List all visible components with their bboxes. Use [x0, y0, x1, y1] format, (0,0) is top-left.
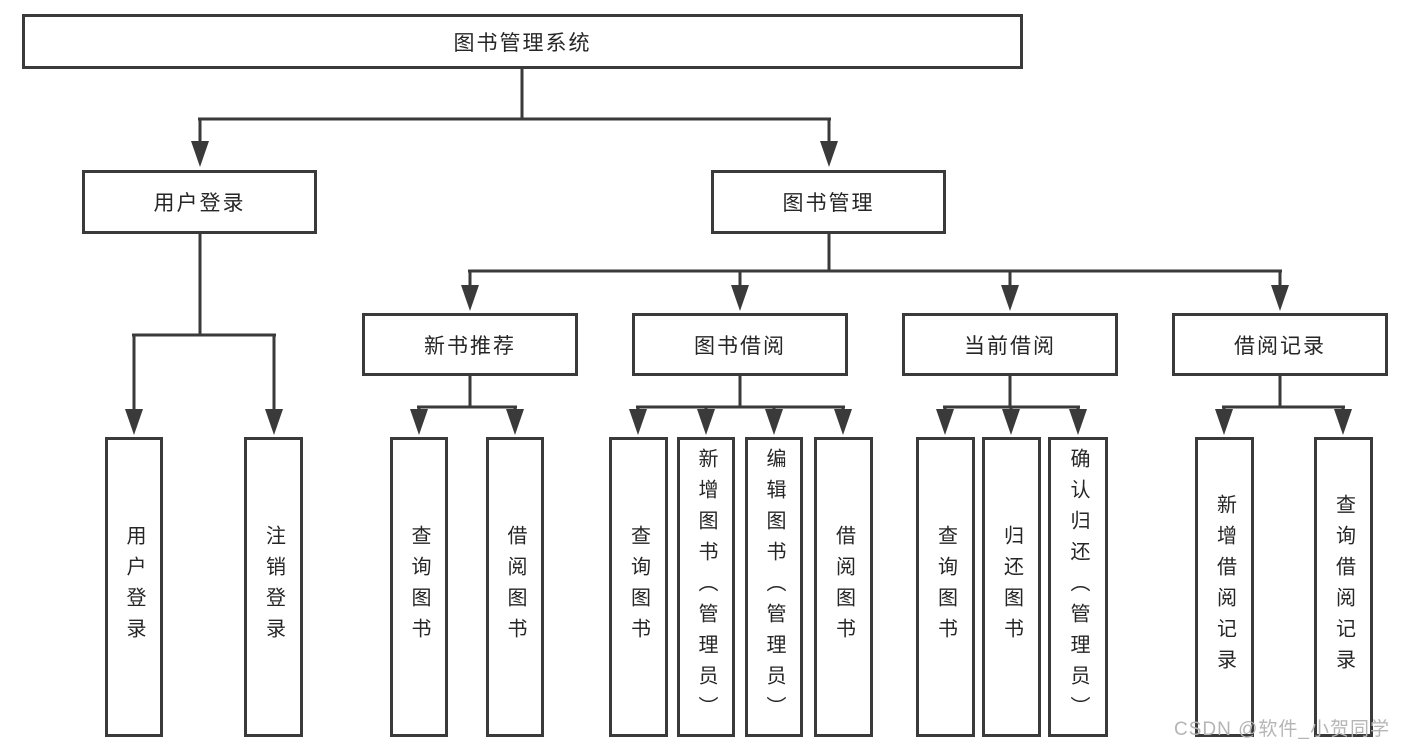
node-root-label: 图书管理系统	[453, 31, 592, 55]
node-book-management-label: 图书管理	[782, 192, 875, 215]
node-user-login: 用户登录	[82, 170, 317, 234]
leaf-user-login: 用户登录	[105, 437, 163, 737]
leaf-edit-books-admin-label: 编辑图书（管理员）	[763, 447, 785, 727]
node-current-borrow-label: 当前借阅	[964, 334, 1056, 358]
node-book-management: 图书管理	[711, 170, 946, 234]
leaf-confirm-return-admin-label: 确认归还（管理员）	[1067, 447, 1089, 727]
node-new-book-recommend-label: 新书推荐	[424, 334, 516, 358]
leaf-borrow-books-1-label: 借阅图书	[504, 525, 526, 649]
leaf-borrow-books-2-label: 借阅图书	[832, 525, 855, 649]
leaf-borrow-books-1: 借阅图书	[486, 437, 544, 737]
leaf-user-login-label: 用户登录	[123, 525, 145, 649]
node-book-borrow: 图书借阅	[632, 313, 848, 376]
leaf-add-books-admin-label: 新增图书（管理员）	[695, 447, 717, 727]
leaf-borrow-books-2: 借阅图书	[814, 437, 873, 737]
leaf-logout-label: 注销登录	[262, 525, 285, 649]
leaf-query-books-1-label: 查询图书	[408, 525, 430, 649]
node-root-system: 图书管理系统	[22, 14, 1023, 69]
leaf-query-books-1: 查询图书	[390, 437, 448, 737]
node-borrow-records-label: 借阅记录	[1234, 334, 1326, 358]
node-borrow-records: 借阅记录	[1172, 313, 1388, 376]
leaf-return-books: 归还图书	[982, 437, 1041, 737]
leaf-query-books-3: 查询图书	[916, 437, 975, 737]
node-new-book-recommend: 新书推荐	[362, 313, 578, 376]
node-book-borrow-label: 图书借阅	[694, 334, 786, 358]
leaf-edit-books-admin: 编辑图书（管理员）	[745, 437, 803, 737]
leaf-query-books-2: 查询图书	[609, 437, 668, 737]
leaf-query-books-3-label: 查询图书	[934, 525, 957, 649]
leaf-add-borrow-record: 新增借阅记录	[1195, 437, 1254, 737]
leaf-query-books-2-label: 查询图书	[627, 525, 650, 649]
node-user-login-label: 用户登录	[153, 192, 246, 215]
leaf-query-borrow-record-label: 查询借阅记录	[1332, 494, 1355, 680]
leaf-add-borrow-record-label: 新增借阅记录	[1213, 494, 1236, 680]
leaf-add-books-admin: 新增图书（管理员）	[677, 437, 735, 737]
node-current-borrow: 当前借阅	[902, 313, 1118, 376]
leaf-return-books-label: 归还图书	[1000, 525, 1023, 649]
leaf-query-borrow-record: 查询借阅记录	[1314, 437, 1373, 737]
leaf-logout: 注销登录	[244, 437, 303, 737]
leaf-confirm-return-admin: 确认归还（管理员）	[1048, 437, 1108, 737]
